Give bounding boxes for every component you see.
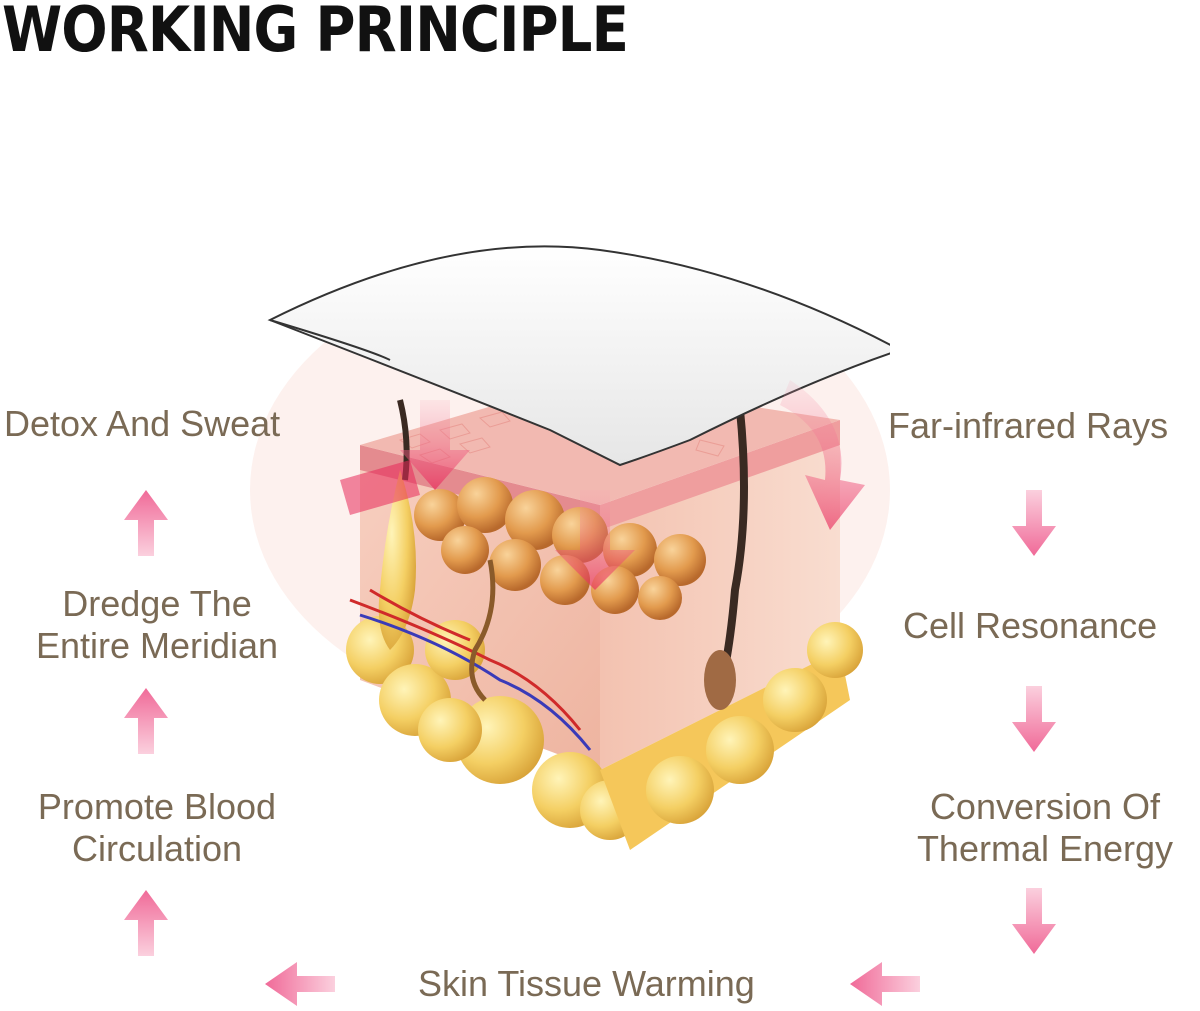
arrow-left-icon xyxy=(265,962,335,1006)
label-conversion-line1: Conversion Of xyxy=(929,786,1161,827)
label-promote-circulation: Promote Blood Circulation xyxy=(12,786,302,870)
label-cell-resonance: Cell Resonance xyxy=(903,605,1158,646)
label-skin-tissue-warming: Skin Tissue Warming xyxy=(418,963,755,1004)
arrow-up-icon xyxy=(124,490,168,556)
label-dredge-meridian: Dredge The Entire Meridian xyxy=(12,583,302,667)
page-title: WORKING PRINCIPLE xyxy=(2,0,629,66)
arrow-down-icon xyxy=(1012,888,1056,954)
label-dredge-line1: Dredge The xyxy=(62,583,252,624)
arrow-down-icon xyxy=(1012,686,1056,752)
arrow-left-icon xyxy=(850,962,920,1006)
arrow-up-icon xyxy=(124,890,168,956)
skin-layers-illustration xyxy=(250,245,890,850)
arrow-down-icon xyxy=(1012,490,1056,556)
label-detox-and-sweat: Detox And Sweat xyxy=(4,403,281,444)
label-conversion-thermal: Conversion Of Thermal Energy xyxy=(900,786,1190,870)
label-dredge-line2: Entire Meridian xyxy=(35,625,279,666)
label-promote-line1: Promote Blood xyxy=(37,786,277,827)
label-promote-line2: Circulation xyxy=(71,828,243,869)
label-far-infrared-rays: Far-infrared Rays xyxy=(888,405,1169,446)
arrow-up-icon xyxy=(124,688,168,754)
label-conversion-line2: Thermal Energy xyxy=(916,828,1174,869)
